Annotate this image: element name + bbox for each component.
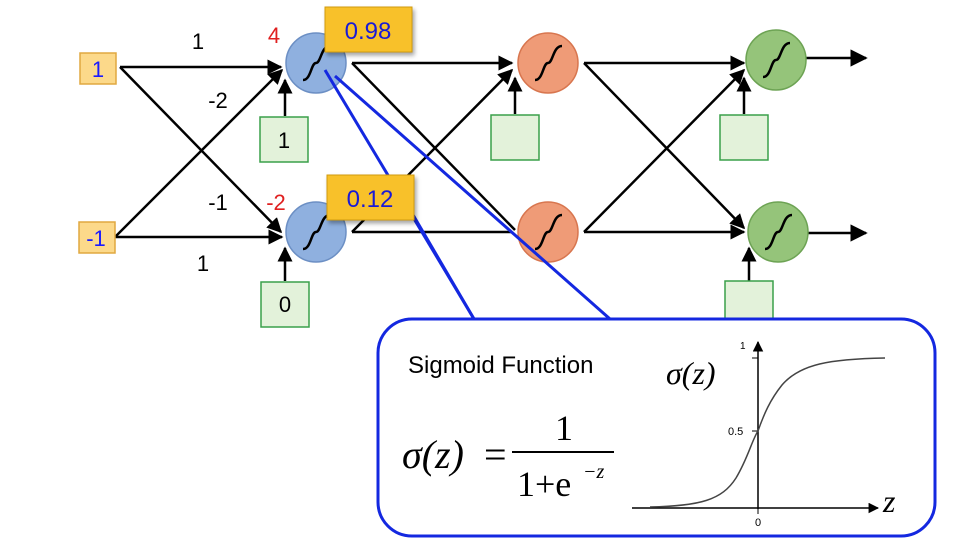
sigmoid-icon (764, 213, 793, 251)
plot-tick-0: 0 (755, 517, 761, 529)
input-box-1: 1 (79, 52, 117, 85)
bias-box-o1 (719, 114, 769, 161)
output-value-top: 0.98 (345, 18, 392, 45)
sigmoid-icon (762, 41, 791, 79)
neuron-layer2-top (517, 32, 579, 94)
layer3-connections (583, 49, 868, 282)
weight-in1-n2: -2 (208, 88, 228, 113)
output-box-top (324, 6, 413, 53)
input-box-2: -1 (78, 221, 116, 254)
formula-equals: = (484, 432, 507, 477)
sigmoid-icon (302, 213, 331, 251)
bias-value-2: 0 (279, 292, 291, 317)
output-value-bottom: 0.12 (347, 186, 394, 213)
plot-x-label: z (882, 483, 896, 519)
formula-numerator: 1 (555, 408, 573, 448)
bias-box-2: 0 (260, 281, 310, 328)
plot-tick-1: 1 (740, 341, 746, 352)
neuron-layer3-top (745, 29, 807, 91)
plot-tick-05: 0.5 (728, 426, 743, 438)
callout-title: Sigmoid Function (408, 352, 593, 379)
weight-in2-n2: 1 (197, 251, 209, 276)
formula-denominator: 1+e (517, 464, 571, 504)
input-value-2: -1 (86, 226, 106, 251)
pre-activation-top: 4 (268, 23, 280, 48)
sigmoid-icon (534, 44, 563, 82)
sigmoid-curve (649, 357, 886, 508)
sigmoid-icon (534, 213, 563, 251)
edge-n1-to-m2 (351, 62, 516, 231)
bias-box-1: 1 (259, 116, 309, 163)
sigmoid-callout: Sigmoid Function σ(z) = 1 1+e −z 1 0.5 0… (376, 317, 937, 538)
sigmoid-icon (302, 44, 331, 82)
edge-in2-to-n1 (114, 68, 284, 238)
neuron-layer2-bottom (517, 201, 579, 263)
plot-graph-label: σ(z) (666, 355, 716, 391)
pre-activation-bottom: -2 (266, 190, 286, 215)
edge-m2-to-o1 (583, 68, 746, 233)
layer1-connections (114, 59, 293, 281)
neuron-layer3-bottom (747, 201, 809, 263)
formula-exponent: −z (583, 461, 604, 483)
formula-lhs: σ(z) (402, 432, 464, 477)
output-box-bottom (326, 174, 415, 221)
edge-in1-to-n2 (119, 66, 283, 234)
edge-m1-to-o2 (583, 62, 746, 230)
weight-in1-n1: 1 (192, 29, 204, 54)
bias-value-1: 1 (278, 128, 290, 153)
input-value-1: 1 (92, 57, 104, 82)
layer2-connections (351, 55, 523, 234)
weight-in2-n1: -1 (208, 190, 228, 215)
sigmoid-plot: 1 0.5 0 σ(z) z (632, 340, 896, 529)
bias-box-m1 (490, 114, 540, 161)
